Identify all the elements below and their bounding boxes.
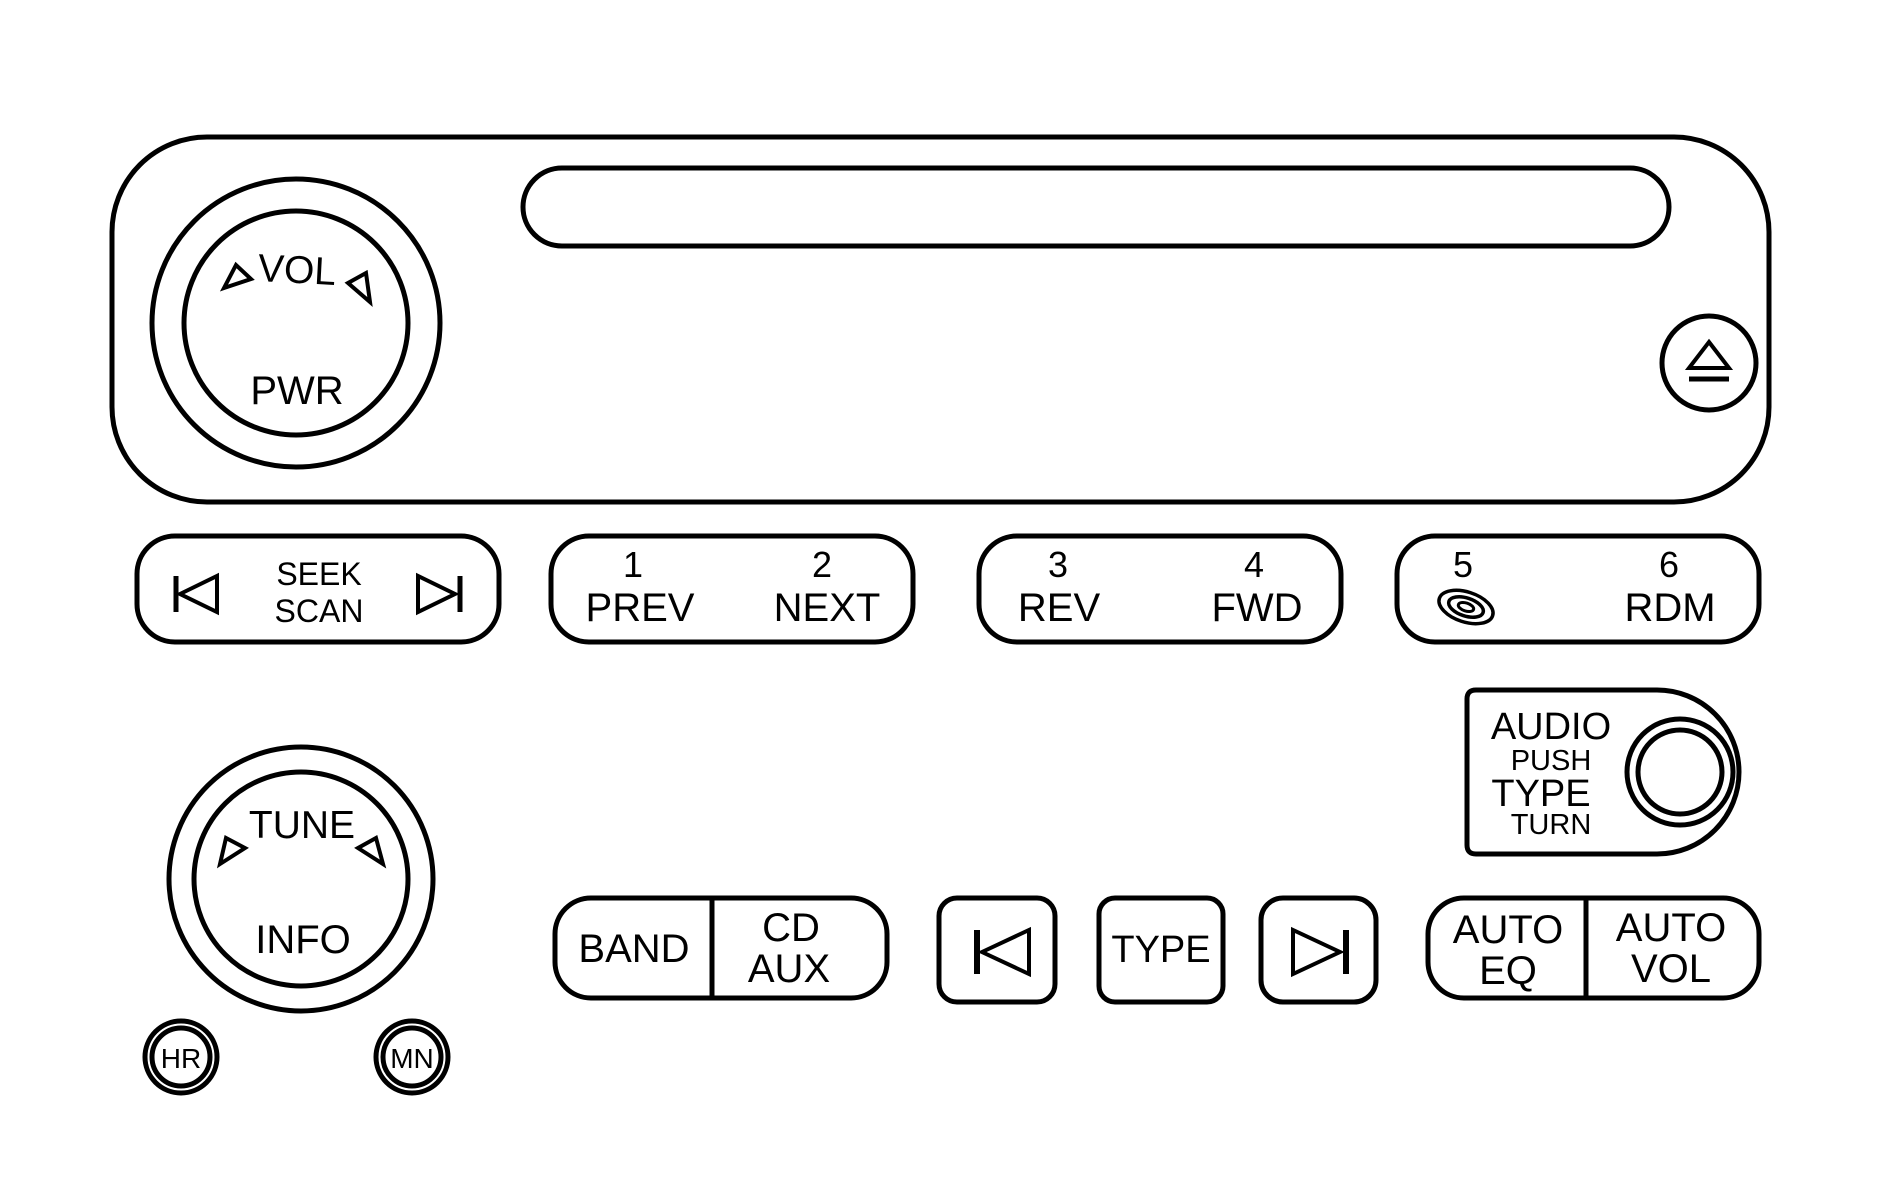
preset-label-rev: REV (1018, 586, 1101, 630)
auto-eq-button[interactable]: AUTO EQ (1453, 908, 1563, 993)
disc-slot (520, 165, 1672, 249)
band-label: BAND (578, 927, 689, 971)
track-forward-icon (1291, 926, 1349, 978)
track-back-button[interactable] (936, 895, 1058, 1005)
eject-button[interactable] (1659, 313, 1759, 413)
preset-label-next: NEXT (774, 586, 881, 630)
auto-vol-line2: VOL (1631, 947, 1711, 991)
preset-label-fwd: FWD (1211, 586, 1302, 630)
auto-eq-line1: AUTO (1453, 908, 1563, 952)
preset-number-6: 6 (1659, 544, 1679, 585)
type-knob-label: TYPE (1491, 773, 1590, 815)
type-button[interactable]: TYPE (1096, 895, 1226, 1005)
scan-label: SCAN (275, 593, 364, 629)
info-label: INFO (255, 918, 351, 962)
volume-power-knob[interactable]: VOL PWR (149, 176, 443, 470)
tune-down-arrow-icon (216, 835, 249, 869)
preset-number-2: 2 (812, 544, 832, 585)
band-button[interactable]: BAND (578, 927, 689, 971)
track-forward-button[interactable] (1258, 895, 1379, 1005)
preset-button-1-2[interactable]: 1 PREV 2 NEXT (548, 533, 916, 645)
aux-label: AUX (748, 947, 830, 991)
auto-vol-line1: AUTO (1616, 906, 1726, 950)
preset-number-5: 5 (1453, 544, 1473, 585)
auto-vol-button[interactable]: AUTO VOL (1616, 906, 1726, 991)
seek-back-icon (173, 572, 219, 616)
hr-label: HR (161, 1043, 201, 1074)
volume-up-arrow-icon (344, 269, 373, 307)
tune-info-knob[interactable]: TUNE INFO (166, 744, 436, 1014)
volume-down-arrow-icon (219, 261, 255, 292)
hr-button[interactable]: HR (142, 1018, 220, 1096)
auto-eq-vol-housing (1425, 895, 1762, 1001)
tune-label: TUNE (249, 804, 355, 847)
turn-label: TURN (1511, 809, 1592, 841)
power-label: PWR (250, 369, 343, 413)
preset-label-prev: PREV (586, 586, 695, 630)
preset-number-3: 3 (1048, 544, 1068, 585)
volume-label: VOL (257, 247, 337, 294)
push-label: PUSH (1511, 745, 1592, 777)
cd-label: CD (762, 906, 820, 950)
preset-number-4: 4 (1244, 544, 1264, 585)
seek-label: SEEK (276, 556, 361, 592)
preset-button-3-4[interactable]: 3 REV 4 FWD (976, 533, 1344, 645)
eject-icon (1684, 338, 1734, 382)
preset-button-5-6[interactable]: 5 6 RDM (1394, 533, 1762, 645)
band-cd-aux-housing (552, 895, 890, 1001)
mn-label: MN (390, 1043, 434, 1074)
audio-type-knob[interactable]: AUDIO PUSH TYPE TURN (1464, 687, 1742, 857)
seek-scan-button[interactable]: SEEK SCAN (134, 533, 502, 645)
disc-icon (1437, 588, 1495, 626)
audio-label: AUDIO (1491, 706, 1611, 748)
seek-forward-icon (416, 572, 463, 616)
preset-number-1: 1 (623, 544, 643, 585)
preset-label-rdm: RDM (1624, 586, 1715, 630)
type-button-label: TYPE (1111, 929, 1210, 971)
track-back-icon (974, 926, 1031, 978)
tune-up-arrow-icon (354, 835, 387, 869)
auto-eq-line2: EQ (1479, 949, 1537, 993)
cd-aux-button[interactable]: CD AUX (748, 906, 830, 991)
mn-button[interactable]: MN (373, 1018, 451, 1096)
